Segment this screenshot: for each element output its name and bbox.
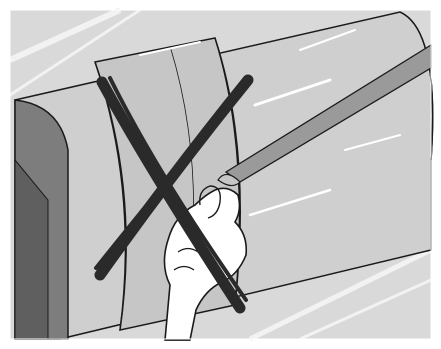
illustration-canvas: [0, 0, 441, 349]
instruction-illustration: [0, 0, 441, 349]
